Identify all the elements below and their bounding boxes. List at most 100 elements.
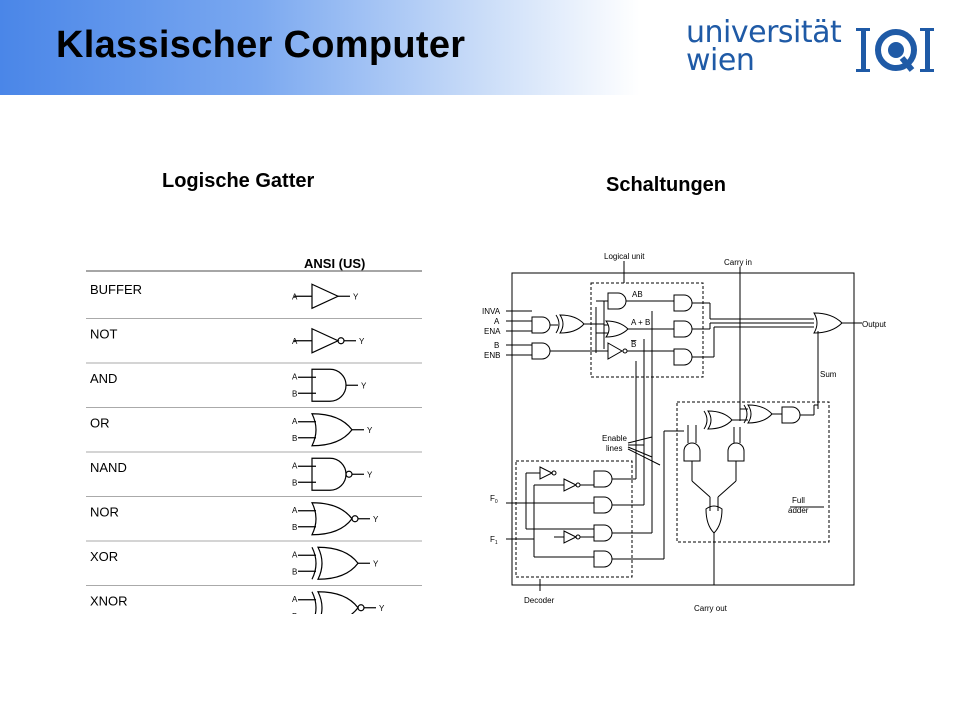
gate-name-nand: NAND	[90, 460, 127, 475]
adder-sum-and-gate	[781, 406, 801, 424]
gate-output-label-nor: Y	[373, 515, 379, 524]
output-label: Output	[862, 320, 887, 329]
input-label-ena: ENA	[484, 327, 501, 336]
circuit-labels: Logical unit Carry in INVA A ENA B ENB A…	[482, 252, 887, 613]
f1-label-main: F	[490, 535, 495, 544]
logic-and-gate	[607, 292, 627, 310]
gate-input-label-nand-a: A	[292, 461, 298, 470]
iqi-logo	[856, 28, 934, 72]
iqi-logo-mark	[856, 28, 934, 72]
gate-input-label-xor-b: B	[292, 567, 297, 576]
header-band	[0, 0, 640, 95]
decoder-not-gate-3	[563, 530, 578, 544]
full-adder-box	[676, 401, 830, 543]
input-label-enb: ENB	[484, 351, 500, 360]
university-logo-line1: universität	[686, 15, 842, 50]
gate-input-label-buffer-a: A	[292, 292, 298, 301]
gate-name-not: NOT	[90, 327, 118, 342]
gate-symbol-buffer	[294, 283, 350, 310]
gate-name-xor: XOR	[90, 549, 118, 564]
carry-or-gate	[705, 505, 723, 534]
enable-lines-label-2: lines	[606, 444, 622, 453]
carry-in-label: Carry in	[724, 258, 752, 267]
input-label-inva: INVA	[482, 307, 501, 316]
adder-xor-gate-2	[747, 404, 773, 424]
gate-input-label-xnor-b: B	[292, 612, 297, 614]
gate-name-nor: NOR	[90, 505, 119, 520]
f1-label: F1	[490, 535, 498, 546]
gate-input-label-or-b: B	[292, 434, 297, 443]
sum-label: Sum	[820, 370, 837, 379]
b-bar-label: B	[631, 340, 636, 349]
circuit-outer-frame	[511, 272, 855, 586]
gate-output-label-not: Y	[359, 337, 365, 346]
gate-output-label-xor: Y	[373, 559, 379, 568]
gate-input-label-xor-a: A	[292, 550, 298, 559]
decoder-and-gate-3	[593, 524, 613, 542]
input-and-gate-b	[531, 342, 551, 360]
select-and-gate-1	[673, 294, 693, 312]
gate-input-label-nor-b: B	[292, 523, 297, 532]
decoder-and-gate-2	[593, 496, 613, 514]
gate-name-and: AND	[90, 371, 117, 386]
decoder-and-gate-4	[593, 550, 613, 568]
logical-unit-label: Logical unit	[604, 252, 645, 261]
input-and-gate-a	[531, 316, 551, 334]
enable-lines-label-1: Enable	[602, 434, 627, 443]
input-label-a: A	[494, 317, 500, 326]
alu-circuit-svg: Logical unit Carry in INVA A ENA B ENB A…	[482, 252, 887, 613]
a-plus-b-label: A + B	[631, 318, 650, 327]
gate-output-label-or: Y	[367, 426, 373, 435]
gate-output-label-and: Y	[361, 381, 367, 390]
decoder-not-gate-1	[539, 466, 554, 480]
full-adder-label-1: Full	[792, 496, 805, 505]
gate-output-label-buffer: Y	[353, 292, 359, 301]
gate-symbol-and	[298, 368, 358, 402]
logic-not-gate	[607, 342, 624, 360]
gate-input-label-or-a: A	[292, 417, 298, 426]
gate-table-header: ANSI (US)	[304, 256, 365, 271]
gate-input-label-xnor-a: A	[292, 595, 298, 604]
adder-xor-gate-1	[707, 410, 733, 430]
f1-label-sub: 1	[495, 540, 498, 546]
gate-output-label-nand: Y	[367, 470, 373, 479]
decoder-box	[515, 460, 633, 578]
logic-or-gate	[605, 320, 629, 338]
university-logo: universität wien	[686, 18, 846, 78]
gate-symbol-not	[294, 327, 356, 354]
input-label-b: B	[494, 341, 499, 350]
full-adder-label-2: adder	[788, 506, 809, 515]
inva-xor-gate	[559, 314, 585, 334]
gate-name-xnor: XNOR	[90, 594, 128, 609]
gate-symbol-nand	[298, 457, 364, 491]
f0-label-sub: 0	[495, 499, 498, 505]
gate-symbol-or	[298, 413, 364, 447]
gate-input-label-nand-b: B	[292, 478, 297, 487]
select-and-gate-3	[673, 348, 693, 366]
gate-input-label-and-b: B	[292, 389, 297, 398]
output-or-gate	[813, 312, 843, 334]
logical-unit-box	[590, 282, 704, 378]
decoder-and-gate-1	[593, 470, 613, 488]
gate-symbol-nor	[298, 502, 370, 536]
gate-input-label-not-a: A	[292, 337, 298, 346]
gate-output-label-xnor: Y	[379, 604, 385, 613]
alu-circuit-diagram: Logical unit Carry in INVA A ENA B ENB A…	[478, 245, 898, 615]
ab-label: AB	[632, 290, 643, 299]
decoder-label: Decoder	[524, 596, 555, 605]
carry-and-gate-1	[683, 442, 701, 462]
f0-label: F0	[490, 494, 498, 505]
gate-name-buffer: BUFFER	[90, 282, 142, 297]
select-and-gate-2	[673, 320, 693, 338]
university-logo-line2: wien	[686, 43, 755, 78]
decoder-not-gate-2	[563, 478, 578, 492]
circuits-section-title: Schaltungen	[606, 174, 727, 196]
gate-symbol-xor	[298, 546, 370, 580]
f0-label-main: F	[490, 494, 495, 503]
carry-and-gate-2	[727, 442, 745, 462]
slide-title: Klassischer Computer	[56, 24, 466, 66]
gate-input-label-nor-a: A	[292, 506, 298, 515]
